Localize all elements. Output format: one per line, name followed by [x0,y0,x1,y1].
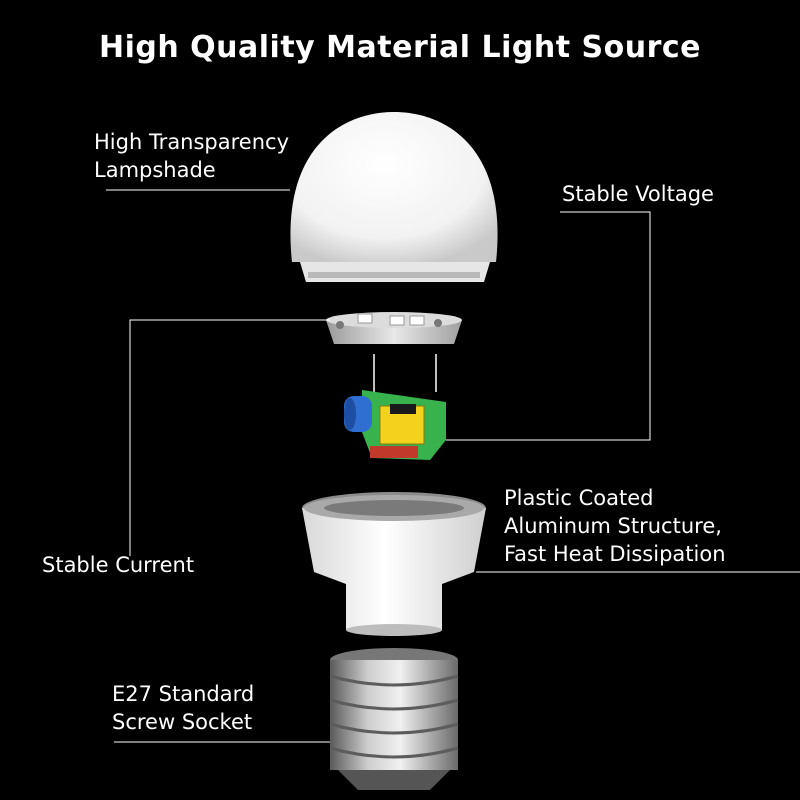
screw-socket [329,648,459,790]
screw-socket-label: E27 Standard Screw Socket [112,682,255,734]
callout-line-voltage [446,211,651,441]
aluminum-housing [302,492,486,636]
driver-board [344,354,446,460]
callout-lines [106,189,800,743]
stable-voltage-label: Stable Voltage [562,182,714,206]
callout-line-current [129,319,330,556]
led-board [326,312,462,344]
aluminum-structure-label: Plastic Coated Aluminum Structure, Fast … [504,486,726,566]
lampshade-label: High Transparency Lampshade [94,130,290,182]
lampshade-dome [290,112,498,282]
page-title: High Quality Material Light Source [98,30,702,65]
stable-current-label: Stable Current [42,553,195,577]
